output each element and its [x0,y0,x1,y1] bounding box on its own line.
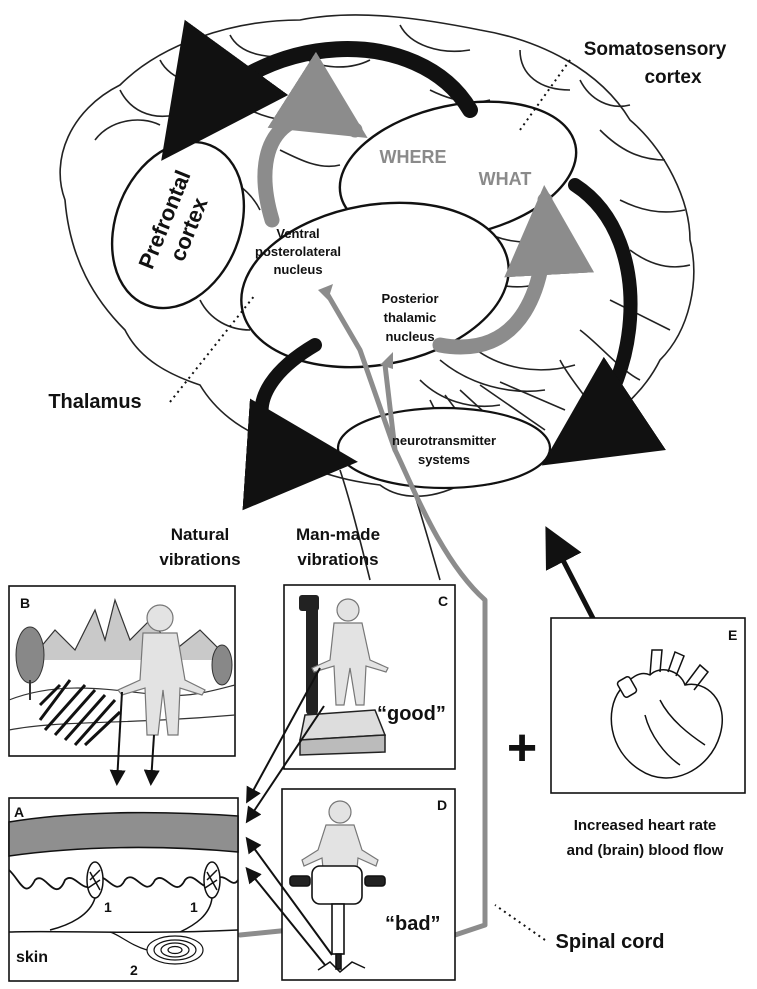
plus-sign: + [507,719,537,777]
manmade-vibrations-line1: Man-made [296,525,380,544]
receptor-1-right-label: 1 [190,899,198,915]
skin-label: skin [16,949,48,966]
panel-e: E [551,618,745,793]
where-label: WHERE [380,147,447,167]
panel-c-letter: C [438,593,448,609]
panel-c: C “good” [248,585,455,820]
panel-b-letter: B [20,595,30,611]
panel-d: D “bad” [248,789,455,980]
neurotransmitter-label-line2: systems [418,452,470,467]
natural-vibrations-line1: Natural [171,525,230,544]
somatosensory-label-line2: cortex [644,67,701,88]
arrow-vpl-to-where [265,117,355,220]
panel-a: A 1 1 2 skin [9,798,238,981]
natural-vibrations-line2: vibrations [159,550,240,569]
vpl-label-line1: Ventral [276,226,319,241]
receptor-1-left [87,862,103,898]
panel-d-caption: “bad” [385,913,441,935]
receptor-2-label: 2 [130,962,138,978]
what-label: WHAT [479,169,532,189]
vpl-label-line2: posterolateral [255,244,341,259]
panel-b: B [9,586,235,782]
heart-caption-line1: Increased heart rate [574,817,717,834]
somatosensory-label-line1: Somatosensory [584,39,727,60]
neurotransmitter-label-line1: neurotransmitter [392,433,496,448]
vpl-label-line3: nucleus [273,262,322,277]
spinal-cord-label: Spinal cord [556,931,665,953]
arrow-what-to-neurotransmitter [565,185,631,450]
panel-d-letter: D [437,797,447,813]
manmade-vibrations-line2: vibrations [297,550,378,569]
receptor-1-right [204,862,220,898]
thalamus-label: Thalamus [48,391,141,413]
posterior-label-line2: thalamic [384,310,437,325]
heart-caption-line2: and (brain) blood flow [567,842,724,859]
neurotransmitter-ellipse [338,408,550,488]
posterior-label-line3: nucleus [385,329,434,344]
receptor-1-left-label: 1 [104,899,112,915]
panel-c-caption: “good” [377,703,446,725]
panel-a-letter: A [14,804,24,820]
posterior-label-line1: Posterior [381,291,438,306]
panel-e-letter: E [728,627,737,643]
